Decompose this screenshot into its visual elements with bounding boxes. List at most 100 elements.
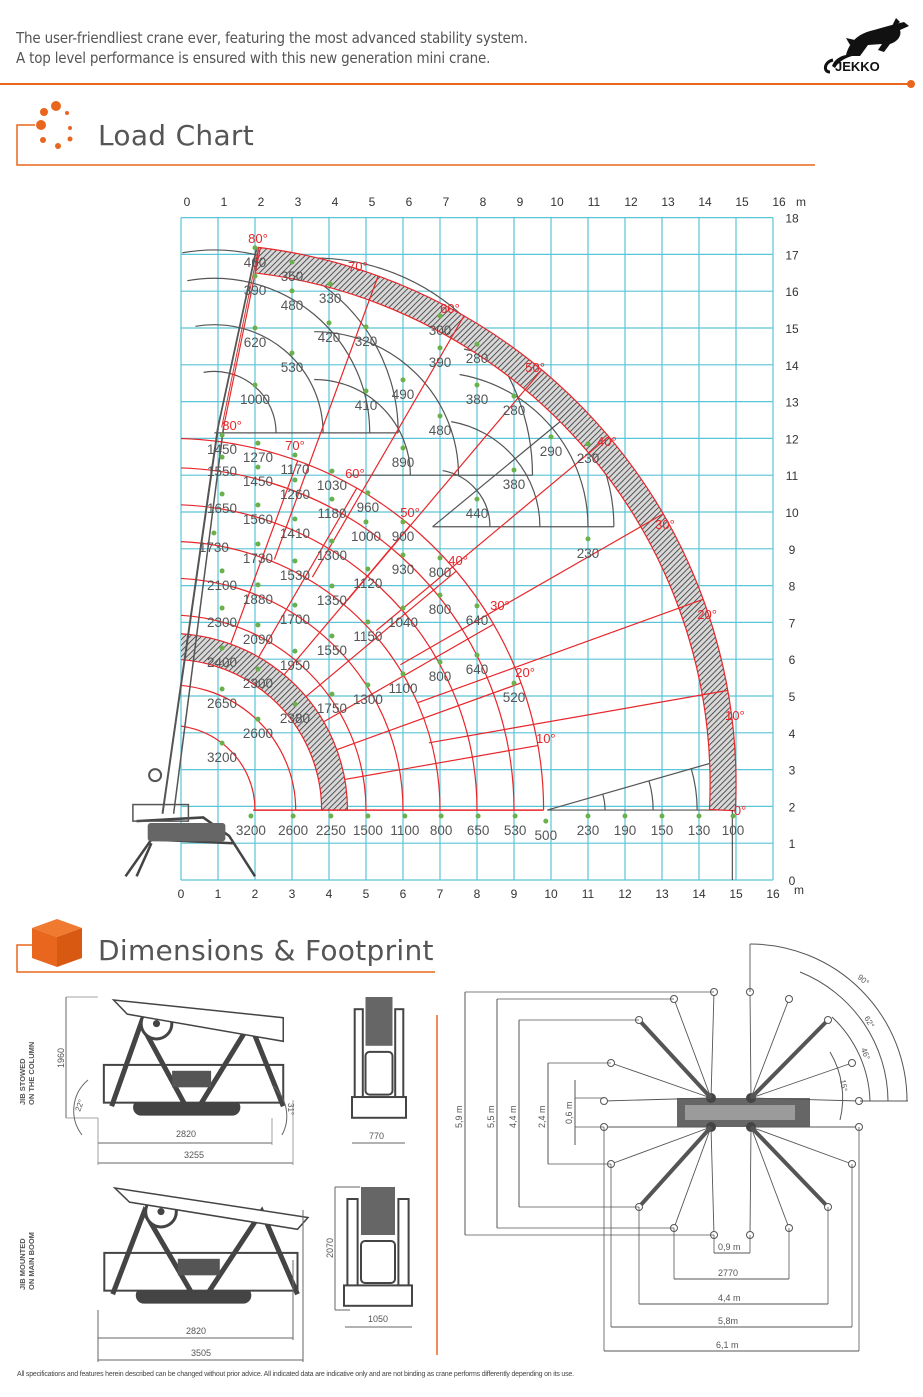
load-value-label: 2090: [243, 632, 273, 647]
x-tick-top: 5: [369, 195, 376, 209]
cab-icon: [360, 1240, 396, 1284]
config-1-width: 770: [369, 1131, 384, 1141]
chart-axes: 0011223344556677889910101111121213131414…: [178, 195, 806, 901]
load-point: [289, 350, 295, 356]
load-point: [543, 818, 549, 824]
x-tick-top: 4: [332, 195, 339, 209]
jib-arc-group-a: [187, 277, 371, 433]
load-value-label: 1950: [280, 658, 310, 673]
jib-outline: [221, 246, 260, 428]
outrigger-position-line: [749, 991, 752, 1099]
load-value-label: 420: [318, 330, 341, 345]
load-point: [437, 313, 443, 319]
load-point: [289, 259, 295, 265]
config-2-width: 1050: [368, 1314, 388, 1324]
footprint-diagram: [464, 943, 908, 1352]
load-point: [255, 716, 261, 722]
load-value-label: 1500: [353, 823, 383, 838]
load-point: [400, 552, 406, 558]
load-value-label: 1100: [390, 823, 419, 838]
outrigger-foot: [785, 995, 793, 1003]
jib-arc-group-d: [648, 780, 654, 811]
x-tick-top: 14: [698, 195, 712, 209]
front-view-jib-mounted: [334, 1186, 413, 1328]
load-value-label: 290: [540, 444, 563, 459]
load-value-label: 1410: [280, 526, 310, 541]
left-leg-icon: [346, 1198, 359, 1290]
load-value-label: 800: [429, 565, 452, 580]
cab-icon: [364, 1050, 394, 1096]
load-value-label: 380: [503, 477, 526, 492]
dimension-labels-2: JIB MOUNTED ON MAIN BOOM 2070 2820 3505 …: [18, 1232, 388, 1358]
load-value-label: 900: [392, 529, 415, 544]
jib-diagonal-c: [432, 419, 563, 528]
lower-load-arc: [181, 438, 545, 811]
load-point: [402, 813, 408, 819]
load-value-label: 2400: [207, 655, 237, 670]
y-tick: 15: [785, 322, 799, 336]
boom-angle-label: 20°: [697, 607, 717, 622]
outrigger-position-line: [750, 1126, 790, 1229]
load-value-label: 2250: [316, 823, 346, 838]
load-value-label: 1530: [280, 568, 310, 583]
load-point: [329, 633, 335, 639]
load-chart-heading-decor: [16, 101, 815, 166]
outrigger-leg: [749, 1018, 830, 1100]
y-tick: 10: [785, 506, 799, 520]
load-value-label: 1300: [317, 548, 347, 563]
load-point: [474, 382, 480, 388]
x-tick-top: 6: [406, 195, 413, 209]
load-point: [252, 382, 258, 388]
load-value-label: 2300: [207, 615, 237, 630]
boom-angle-label: 40°: [597, 434, 617, 449]
upper-angle-line: [273, 275, 379, 560]
load-value-label: 1040: [388, 615, 418, 630]
upper-angle-line: [400, 513, 664, 666]
load-value-label: 1450: [243, 474, 273, 489]
load-point: [437, 413, 443, 419]
load-point: [438, 813, 444, 819]
outrigger-position-line: [750, 1062, 853, 1099]
y-tick: 16: [785, 285, 799, 299]
load-point: [219, 568, 225, 574]
load-point: [219, 645, 225, 651]
load-point: [512, 813, 518, 819]
load-value-label: 440: [466, 506, 489, 521]
load-point: [255, 502, 261, 508]
footprint-dim-0-6: 0,6 m: [564, 1101, 574, 1124]
upper-angle-line: [311, 315, 465, 578]
outrigger-position-line: [673, 1126, 712, 1229]
footprint-angle-62: 62°: [862, 1015, 876, 1030]
load-point: [252, 325, 258, 331]
y-tick: 5: [789, 690, 796, 704]
x-tick-bottom: 14: [692, 887, 706, 901]
config-1-height: 1960: [56, 1048, 66, 1068]
angle-arc-right: [271, 1084, 288, 1136]
jib-arc-group-c: [459, 373, 589, 527]
y-tick: 8: [789, 580, 796, 594]
x-tick-top: 9: [517, 195, 524, 209]
footprint-dim-4-4: 4,4 m: [508, 1105, 518, 1128]
lower-angle-line: [230, 460, 299, 645]
load-value-label: 2100: [207, 578, 237, 593]
jib-arc-group-a: [182, 249, 399, 433]
angle-arc-left: [73, 1079, 89, 1136]
load-value-label: 1170: [280, 462, 309, 477]
y-tick: 9: [789, 543, 796, 557]
main-boom-right: [172, 427, 225, 814]
x-tick-bottom: 2: [252, 887, 259, 901]
x-tick-bottom: 0: [178, 887, 185, 901]
load-point: [327, 281, 333, 287]
footprint-dim-2-4: 2,4 m: [537, 1105, 547, 1128]
config-2-label-line-1: JIB MOUNTED: [18, 1238, 27, 1290]
boom-angle-label: 20°: [515, 665, 535, 680]
load-value-label: 2600: [243, 726, 273, 741]
lower-hatched-limit-band: [181, 633, 349, 811]
dots-icon: [36, 101, 73, 149]
winch-hub-icon: [157, 1208, 165, 1216]
load-point: [400, 605, 406, 611]
header-rule-dot: [907, 80, 915, 88]
upper-angle-line: [417, 598, 704, 704]
load-value-label: 650: [467, 823, 490, 838]
boom-angle-label: 10°: [725, 708, 745, 723]
